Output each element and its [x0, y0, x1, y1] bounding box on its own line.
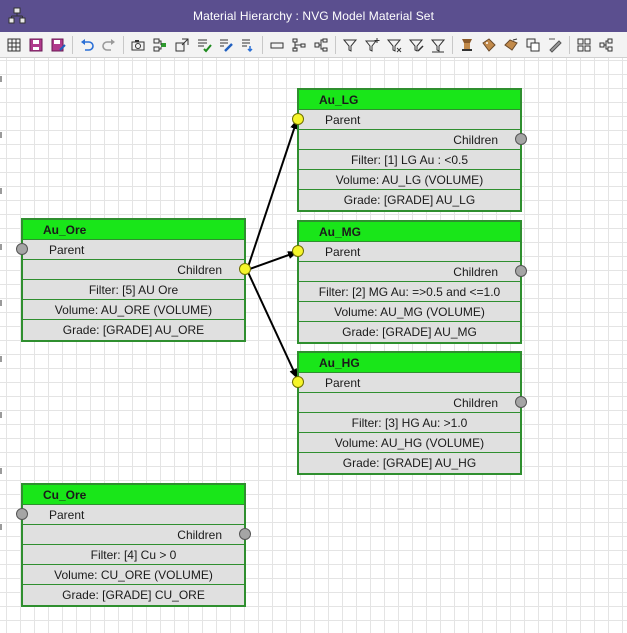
toolbar-separator: [335, 35, 336, 54]
node-volume: Volume: AU_ORE (VOLUME): [23, 300, 244, 320]
node-parent-row: Parent: [292, 110, 520, 130]
grid-icon[interactable]: [3, 34, 25, 56]
rectangle-icon[interactable]: [266, 34, 288, 56]
toolbar-separator: [452, 35, 453, 54]
validate-icon[interactable]: [193, 34, 215, 56]
children-port[interactable]: [515, 396, 527, 408]
filter-remove-icon[interactable]: [383, 34, 405, 56]
resize-icon[interactable]: [171, 34, 193, 56]
node-grade: Grade: [GRADE] AU_HG: [342, 456, 477, 470]
toolbar-separator: [262, 35, 263, 54]
filter-edit-icon[interactable]: [405, 34, 427, 56]
node-parent-row: Parent: [16, 240, 244, 260]
filter-clear-icon[interactable]: [427, 34, 449, 56]
node-volume: Volume: AU_MG (VOLUME): [299, 302, 520, 322]
node-header[interactable]: Cu_Ore: [23, 485, 244, 505]
node-grade: Grade: [GRADE] AU_MG: [342, 325, 477, 339]
node-header[interactable]: Au_HG: [299, 353, 520, 373]
connector-au_ore-au_hg: [246, 269, 298, 379]
filter-add-icon[interactable]: [361, 34, 383, 56]
node-grade: Grade: [GRADE] CU_ORE: [62, 588, 205, 602]
connector-au_ore-au_lg: [246, 119, 298, 271]
node-au-hg[interactable]: Au_HG Parent Children Filter: [3] HG Au:…: [292, 351, 527, 475]
parent-port[interactable]: [292, 113, 304, 125]
stamp-icon[interactable]: [456, 34, 478, 56]
pen-icon[interactable]: [544, 34, 566, 56]
node-children-row: Children: [23, 260, 251, 280]
node-filter: Filter: [2] MG Au: =>0.5 and <=1.0: [299, 282, 520, 302]
node-parent-row: Parent: [292, 242, 520, 262]
app-icon: [8, 7, 26, 24]
undo-icon[interactable]: [76, 34, 98, 56]
connector-layer: [246, 119, 298, 379]
copy-icon[interactable]: [522, 34, 544, 56]
edit-icon[interactable]: [215, 34, 237, 56]
toolbar: [0, 32, 627, 58]
node-filter: Filter: [5] AU Ore: [23, 280, 244, 300]
filter-icon[interactable]: [339, 34, 361, 56]
node-header[interactable]: Au_LG: [299, 90, 520, 110]
tag-icon[interactable]: [478, 34, 500, 56]
save-as-icon[interactable]: [47, 34, 69, 56]
toolbar-separator: [123, 35, 124, 54]
parent-port[interactable]: [292, 376, 304, 388]
toolbar-separator: [569, 35, 570, 54]
node-children-row: Children: [299, 130, 527, 150]
node-filter: Filter: [1] LG Au : <0.5: [299, 150, 520, 170]
connect-icon[interactable]: [595, 34, 617, 56]
node-children-row: Children: [23, 525, 251, 545]
node-parent-row: Parent: [16, 505, 244, 525]
node-grade: Grade: [GRADE] AU_ORE: [62, 323, 205, 337]
node-au-ore[interactable]: Au_Ore Parent Children Filter: [5] AU Or…: [16, 218, 251, 342]
canvas-left-ruler: [0, 58, 3, 633]
parent-port[interactable]: [16, 243, 28, 255]
diagram-canvas[interactable]: Au_LG Parent Children Filter: [1] LG Au …: [0, 58, 627, 633]
tree-alt-icon[interactable]: [310, 34, 332, 56]
node-volume: Volume: CU_ORE (VOLUME): [23, 565, 244, 585]
node-au-lg[interactable]: Au_LG Parent Children Filter: [1] LG Au …: [292, 88, 527, 212]
title-bar: Material Hierarchy : NVG Model Material …: [0, 0, 627, 32]
node-parent-row: Parent: [292, 373, 520, 393]
redo-icon[interactable]: [98, 34, 120, 56]
children-port[interactable]: [239, 263, 251, 275]
children-port[interactable]: [515, 265, 527, 277]
node-volume: Volume: AU_HG (VOLUME): [299, 433, 520, 453]
export-icon[interactable]: [237, 34, 259, 56]
connector-au_ore-au_mg: [246, 251, 298, 271]
node-children-row: Children: [299, 262, 527, 282]
node-header[interactable]: Au_Ore: [23, 220, 244, 240]
save-icon[interactable]: [25, 34, 47, 56]
layout-icon[interactable]: [149, 34, 171, 56]
node-volume: Volume: AU_LG (VOLUME): [299, 170, 520, 190]
node-header[interactable]: Au_MG: [299, 222, 520, 242]
parent-port[interactable]: [292, 245, 304, 257]
node-filter: Filter: [4] Cu > 0: [23, 545, 244, 565]
tag-alt-icon[interactable]: [500, 34, 522, 56]
toolbar-separator: [72, 35, 73, 54]
window-title: Material Hierarchy : NVG Model Material …: [192, 9, 435, 23]
children-port[interactable]: [515, 133, 527, 145]
children-port[interactable]: [239, 528, 251, 540]
camera-icon[interactable]: [127, 34, 149, 56]
node-au-mg[interactable]: Au_MG Parent Children Filter: [2] MG Au:…: [292, 220, 527, 344]
tree-icon[interactable]: [288, 34, 310, 56]
node-cu-ore[interactable]: Cu_Ore Parent Children Filter: [4] Cu > …: [16, 483, 251, 607]
parent-port[interactable]: [16, 508, 28, 520]
node-filter: Filter: [3] HG Au: >1.0: [299, 413, 520, 433]
node-grade: Grade: [GRADE] AU_LG: [343, 193, 476, 207]
node-children-row: Children: [299, 393, 527, 413]
layout-grid-icon[interactable]: [573, 34, 595, 56]
